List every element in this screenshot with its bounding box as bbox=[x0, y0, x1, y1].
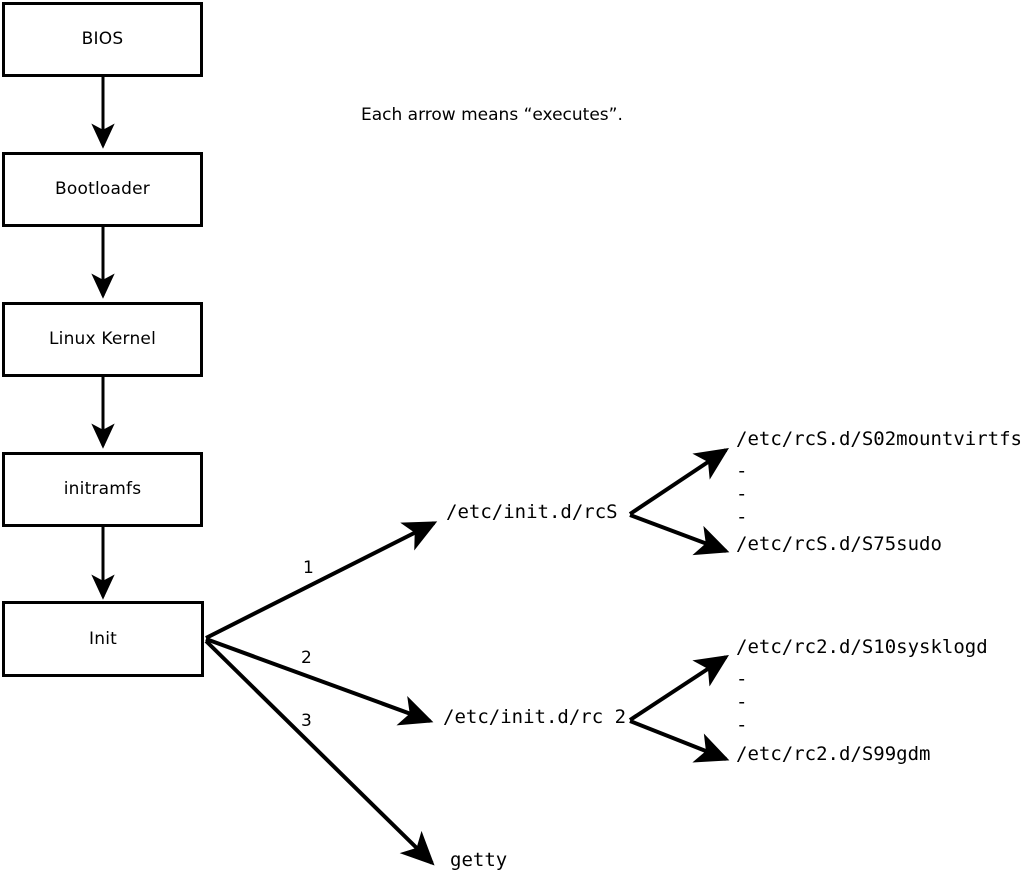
node-initramfs[interactable]: initramfs bbox=[2, 452, 203, 527]
node-bootloader[interactable]: Bootloader bbox=[2, 152, 203, 227]
label-rcs-first-script[interactable]: /etc/rcS.d/S02mountvirtfs bbox=[736, 428, 1022, 450]
arrow-init-to-rc2 bbox=[205, 637, 434, 726]
arrow-init-to-getty bbox=[204, 639, 435, 866]
node-bios[interactable]: BIOS bbox=[2, 2, 203, 77]
label-init-d-rcs[interactable]: /etc/init.d/rcS bbox=[446, 501, 618, 523]
label-getty[interactable]: getty bbox=[450, 849, 508, 871]
rcs-ellipsis-dash-3: - bbox=[736, 506, 748, 528]
node-init-label: Init bbox=[89, 628, 117, 649]
label-rc2-first-script[interactable]: /etc/rc2.d/S10sysklogd bbox=[736, 636, 988, 658]
branch-number-3: 3 bbox=[301, 711, 312, 731]
arrow-rc2-to-last-script bbox=[629, 719, 730, 763]
rcs-ellipsis-dash-2: - bbox=[736, 483, 748, 505]
node-linux-kernel[interactable]: Linux Kernel bbox=[2, 302, 203, 377]
node-initramfs-label: initramfs bbox=[63, 479, 142, 499]
rc2-ellipsis-dash-2: - bbox=[736, 691, 748, 713]
node-init[interactable]: Init bbox=[2, 601, 204, 677]
rcs-ellipsis-dash-1: - bbox=[736, 460, 748, 482]
label-rcs-last-script[interactable]: /etc/rcS.d/S75sudo bbox=[736, 533, 942, 555]
branch-number-1: 1 bbox=[303, 558, 314, 578]
label-init-d-rc2[interactable]: /etc/init.d/rc 2 bbox=[443, 706, 627, 728]
branch-number-2: 2 bbox=[301, 648, 312, 668]
arrow-init-to-rcs bbox=[205, 521, 438, 640]
node-bootloader-label: Bootloader bbox=[55, 179, 150, 199]
rc2-ellipsis-dash-1: - bbox=[736, 668, 748, 690]
arrow-rcs-to-last-script bbox=[629, 513, 730, 556]
rc2-ellipsis-dash-3: - bbox=[736, 714, 748, 736]
label-rc2-last-script[interactable]: /etc/rc2.d/S99gdm bbox=[736, 743, 931, 765]
arrow-rcs-to-first-script bbox=[628, 448, 729, 516]
node-bios-label: BIOS bbox=[81, 29, 124, 49]
legend-note: Each arrow means “executes”. bbox=[361, 105, 623, 125]
node-linux-kernel-label: Linux Kernel bbox=[48, 329, 156, 349]
arrow-rc2-to-first-script bbox=[628, 655, 730, 722]
